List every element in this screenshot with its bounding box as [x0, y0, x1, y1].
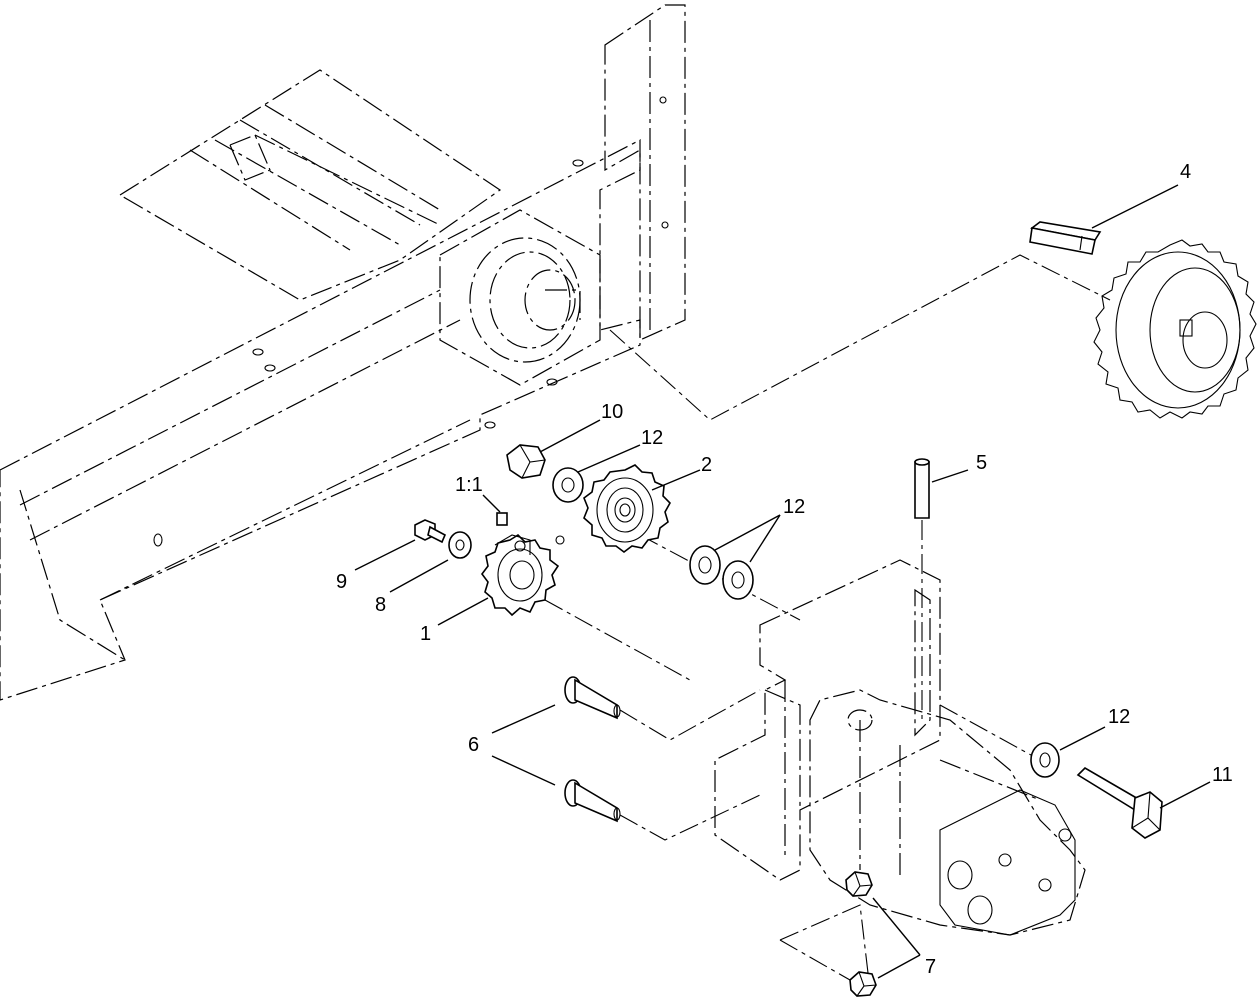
callout-12-pair: 12 — [783, 496, 805, 518]
motor-end-cap — [939, 789, 1076, 936]
callout-1: 1 — [420, 623, 431, 645]
bolt-6-upper — [564, 676, 621, 720]
key-part — [1029, 221, 1102, 255]
callout-12-top: 12 — [641, 427, 663, 449]
callout-11: 11 — [1212, 764, 1233, 786]
washer-8 — [448, 531, 472, 559]
callout-4: 4 — [1180, 161, 1191, 183]
set-screw-1-1 — [496, 512, 508, 526]
drive-sprocket-1 — [481, 533, 565, 617]
bolt-6-lower — [564, 779, 621, 823]
callout-5: 5 — [976, 452, 987, 474]
nut-7-upper — [845, 871, 873, 897]
washer-12-top — [552, 467, 584, 503]
part-centerlines — [544, 520, 1041, 991]
pin-5 — [914, 458, 930, 519]
nut-10 — [506, 444, 546, 479]
washer-12-right — [1030, 742, 1060, 778]
callout-2: 2 — [701, 454, 712, 476]
callout-10: 10 — [601, 401, 623, 423]
idler-sprocket-2 — [583, 464, 671, 553]
callout-6: 6 — [468, 734, 479, 756]
callout-9: 9 — [336, 571, 347, 593]
washers-12-pair — [689, 545, 754, 600]
callout-8: 8 — [375, 594, 386, 616]
callout-12-right: 12 — [1108, 706, 1130, 728]
large-sprocket — [1093, 239, 1257, 419]
callout-labels: 4 10 12 2 1:1 5 12 9 8 1 6 12 11 7 — [336, 161, 1233, 978]
bolt-9 — [414, 519, 447, 544]
motor-bracket-phantom — [714, 559, 1086, 936]
bolt-11 — [1076, 766, 1163, 839]
leader-lines — [354, 184, 1211, 979]
callout-1-1: 1:1 — [455, 474, 483, 496]
chain-path — [609, 254, 1111, 421]
frame-phantom — [0, 4, 686, 701]
callout-7: 7 — [925, 956, 936, 978]
nut-7-lower — [849, 971, 877, 997]
